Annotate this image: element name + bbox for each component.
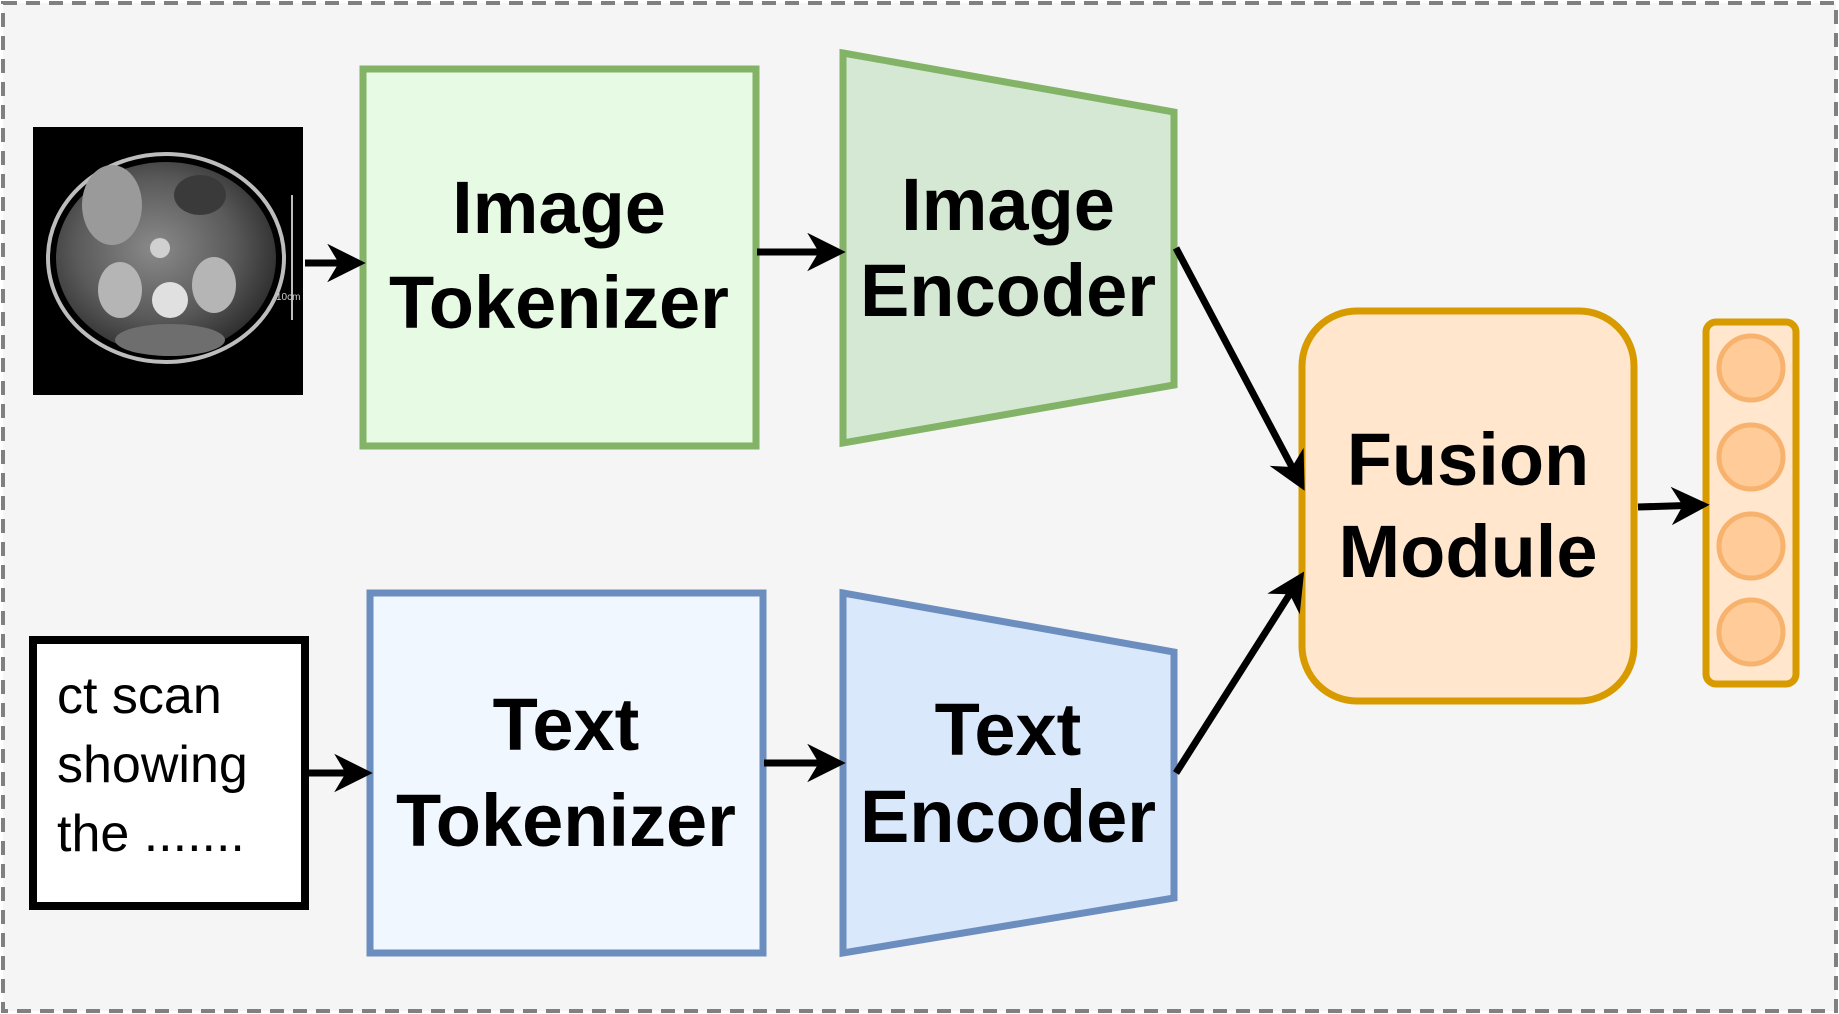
fusion-module-label-2: Module — [1339, 510, 1598, 593]
arrow-fusion-to-output — [1637, 486, 1710, 526]
arrow-image-encoder-to-fusion — [1172, 246, 1305, 491]
image-encoder-label-1: Image — [901, 163, 1115, 246]
image-encoder-label-2: Encoder — [860, 249, 1156, 332]
output-node-3 — [1716, 511, 1786, 581]
svg-text:10cm: 10cm — [276, 292, 300, 303]
input-text-box — [29, 636, 309, 910]
image-encoder-shape — [839, 48, 1178, 448]
text-encoder-label-2: Encoder — [860, 775, 1156, 858]
output-node-4 — [1716, 597, 1786, 667]
input-text-line-3: the ....... — [57, 805, 245, 863]
text-tokenizer-label-2: Tokenizer — [396, 779, 736, 862]
image-tokenizer-box — [359, 65, 760, 450]
text-tokenizer-box — [366, 589, 767, 957]
input-text-line-2: showing — [57, 736, 248, 794]
image-tokenizer-label-1: Image — [452, 166, 666, 249]
arrow-text-encoder-to-fusion — [1173, 571, 1305, 775]
output-node-2 — [1716, 422, 1786, 492]
text-encoder-shape — [839, 588, 1178, 958]
text-tokenizer-label-1: Text — [493, 683, 640, 766]
text-encoder-label-1: Text — [935, 688, 1082, 771]
fusion-module-label-1: Fusion — [1347, 418, 1590, 501]
ct-scan-image: 10cm — [33, 127, 303, 395]
image-tokenizer-label-2: Tokenizer — [389, 261, 729, 344]
fusion-module-box — [1298, 307, 1638, 705]
input-text-line-1: ct scan — [57, 667, 222, 725]
output-node-1 — [1716, 333, 1786, 403]
output-embedding — [1702, 318, 1800, 688]
